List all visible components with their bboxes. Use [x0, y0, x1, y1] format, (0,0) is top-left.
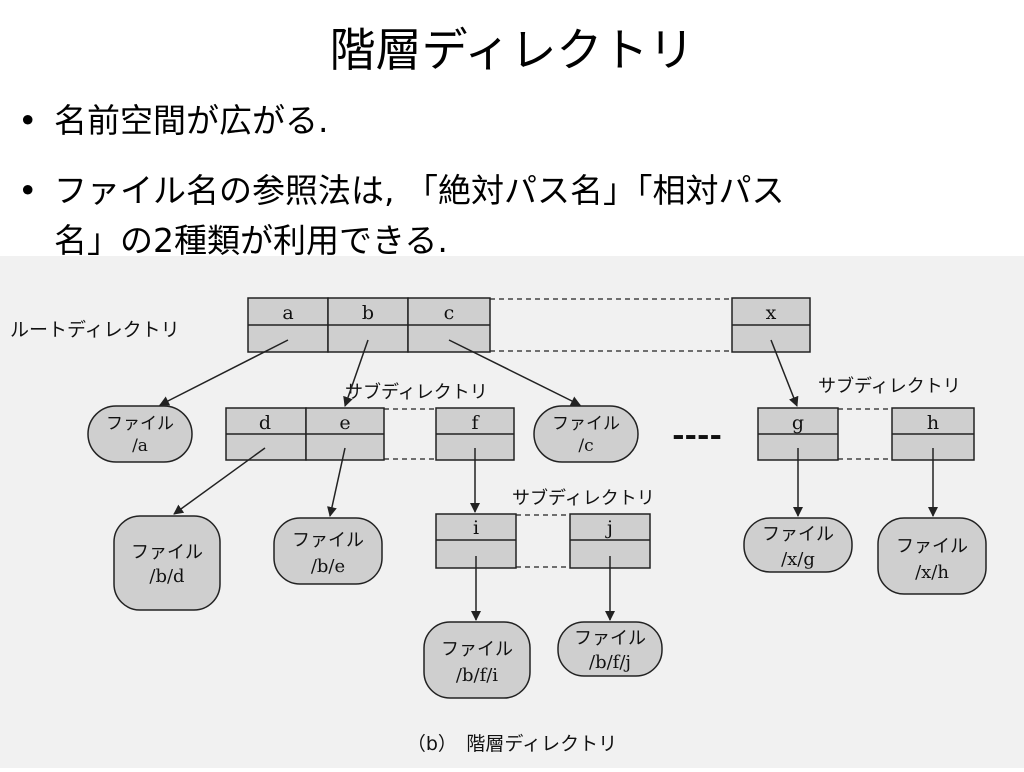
bullet-2-continuation: 名」の2種類が利用できる.	[54, 221, 448, 260]
arrow-e-to-file	[327, 447, 346, 517]
root-directory	[247, 297, 811, 353]
cell-d: d	[259, 412, 271, 434]
arrow-c-to-file	[448, 339, 581, 406]
arrow-x-to-subdir	[770, 339, 799, 407]
subdirectory-label-b: サブディレクトリ	[345, 381, 488, 403]
hierarchical-directory-diagram: ルートディレクトリ a b c x サブディレクトリ サブディレクトリ サブディ…	[0, 256, 1024, 768]
file-bfj-label: ファイル	[574, 628, 646, 649]
subdirectory-x-g	[757, 407, 839, 461]
bullet-text-1: 名前空間が広がる.	[54, 101, 329, 140]
subdirectory-label-x: サブディレクトリ	[818, 375, 961, 397]
bullet-dot: •	[18, 171, 38, 210]
file-bfj-path: /b/f/j	[589, 652, 631, 673]
file-xh-label: ファイル	[896, 536, 968, 557]
file-node-bfj	[557, 621, 663, 677]
subdirectory-b	[225, 407, 385, 461]
file-node-c	[533, 405, 639, 463]
file-bd-label: ファイル	[131, 542, 203, 563]
cell-e: e	[339, 412, 350, 434]
bullet-text-2: ファイル名の参照法は, 「絶対パス名」「相対パス	[54, 171, 785, 210]
file-bfi-path: /b/f/i	[456, 665, 498, 686]
cell-j: j	[605, 517, 613, 539]
file-bd-path: /b/d	[149, 566, 184, 587]
bullet-1: • 名前空間が広がる.	[18, 96, 329, 146]
file-be-label: ファイル	[292, 530, 364, 551]
diagram-caption: （b） 階層ディレクトリ	[407, 733, 617, 755]
cell-f: f	[471, 412, 480, 434]
cell-g: g	[792, 412, 804, 434]
arrow-d-to-file	[173, 447, 266, 515]
cell-b: b	[362, 302, 374, 324]
file-be-path: /b/e	[311, 556, 345, 577]
file-node-bfi	[423, 621, 531, 699]
file-a-label: ファイル	[106, 414, 174, 434]
slide-title: 階層ディレクトリ	[329, 23, 695, 77]
directory-tree-svg: ルートディレクトリ a b c x サブディレクトリ サブディレクトリ サブディ…	[10, 297, 987, 755]
file-xg-path: /x/g	[781, 549, 815, 570]
arrow-a-to-file	[159, 339, 289, 406]
file-c-path: /c	[578, 436, 593, 456]
bullet-2: • ファイル名の参照法は, 「絶対パス名」「相対パス	[18, 166, 784, 216]
cell-x: x	[766, 302, 777, 324]
file-bfi-label: ファイル	[441, 639, 513, 660]
cell-c: c	[444, 302, 455, 324]
file-node-a	[87, 405, 193, 463]
ellipsis: ----	[672, 418, 722, 453]
arrow-b-to-subdir	[343, 339, 369, 407]
file-xh-path: /x/h	[915, 562, 949, 583]
file-node-xg	[743, 517, 853, 573]
file-a-path: /a	[132, 436, 148, 456]
cell-i: i	[473, 517, 479, 539]
file-c-label: ファイル	[552, 414, 620, 434]
cell-h: h	[927, 412, 939, 434]
bullet-dot: •	[18, 101, 38, 140]
file-node-be	[273, 517, 383, 585]
file-node-xh	[877, 517, 987, 595]
subdirectory-label-f: サブディレクトリ	[512, 487, 655, 509]
cell-a: a	[282, 302, 293, 324]
file-xg-label: ファイル	[762, 524, 834, 545]
file-node-bd	[113, 515, 221, 611]
root-directory-label: ルートディレクトリ	[10, 319, 180, 341]
